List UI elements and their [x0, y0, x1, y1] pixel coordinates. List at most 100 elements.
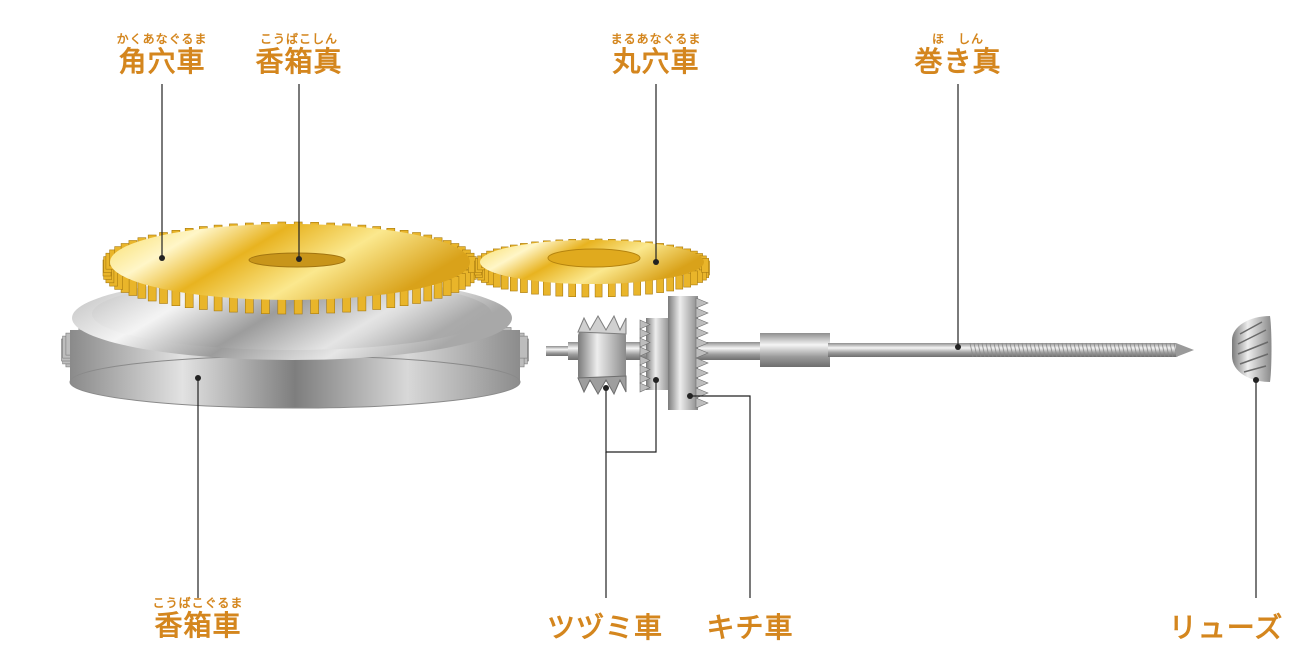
- gear-tooth: [184, 291, 194, 309]
- gear-tooth: [690, 270, 698, 286]
- dot-kichi: [687, 393, 693, 399]
- ruby-kakuana: かくあなぐるま: [116, 32, 208, 46]
- stem-thread-lines: [969, 342, 1178, 358]
- gear-tooth: [213, 294, 223, 312]
- dot-kobako-shin: [296, 256, 302, 262]
- gear-tooth: [442, 279, 452, 296]
- ruby-kobako-guruma: こうばこぐるま: [152, 596, 244, 610]
- thread-line: [1109, 342, 1114, 358]
- thread-line: [1153, 342, 1158, 358]
- thread-line: [977, 342, 982, 358]
- thread-line: [1009, 342, 1014, 358]
- thread-line: [1081, 342, 1086, 358]
- crown-wheel: [474, 238, 710, 298]
- ratchet-wheel: [102, 221, 478, 315]
- gear-tooth: [645, 279, 653, 295]
- pinion-tooth: [639, 355, 651, 366]
- gear-tooth: [128, 279, 138, 296]
- thread-line: [1129, 342, 1134, 358]
- leader-tsuzumi: [605, 380, 657, 453]
- thread-line: [1117, 342, 1122, 358]
- pinion-tooth: [639, 346, 651, 357]
- pinion-tooth: [639, 319, 651, 330]
- thread-line: [1137, 342, 1142, 358]
- gear-tooth: [433, 281, 443, 299]
- gear-tooth: [326, 296, 336, 314]
- pinion-tooth: [639, 328, 651, 339]
- label-maruana: まるあなぐるま 丸穴車: [606, 32, 706, 78]
- pinion-tooth: [639, 337, 651, 348]
- thread-line: [1065, 342, 1070, 358]
- thread-line: [1101, 342, 1106, 358]
- gear-tooth: [656, 278, 664, 293]
- thread-line: [1041, 342, 1046, 358]
- gear-tooth: [245, 296, 254, 314]
- crown-wheel-hole: [547, 248, 641, 268]
- clutch-wheel-side-teeth: [639, 319, 651, 393]
- gear-tooth: [229, 295, 238, 313]
- gear-tooth: [607, 282, 616, 298]
- pinion-tooth: [695, 317, 709, 329]
- sliding-pinion-body: [668, 296, 698, 410]
- label-tsuzumi: ツヅミ車: [540, 612, 670, 644]
- thread-line: [993, 342, 998, 358]
- name-tsuzumi: ツヅミ車: [546, 611, 663, 644]
- thread-line: [1125, 342, 1130, 358]
- gear-tooth: [520, 278, 528, 293]
- label-kobako-shin: こうばこしん 香箱真: [249, 32, 349, 78]
- pinion-tooth: [695, 377, 709, 389]
- gear-tooth: [412, 287, 421, 304]
- dot-kobako-guruma: [195, 375, 201, 381]
- thread-line: [1049, 342, 1054, 358]
- thread-line: [1057, 342, 1062, 358]
- thread-line: [1133, 342, 1138, 358]
- thread-line: [1073, 342, 1078, 358]
- gear-tooth: [277, 297, 287, 315]
- gear-tooth: [159, 287, 168, 304]
- clutch-wheel-body: [578, 330, 626, 382]
- name-ryuzu: リューズ: [1168, 611, 1284, 644]
- pinion-tooth: [695, 337, 709, 349]
- pinion-tooth: [695, 347, 709, 359]
- gear-tooth: [261, 297, 270, 315]
- gear-tooth: [399, 289, 409, 307]
- thread-line: [1077, 342, 1082, 358]
- name-kobako-shin: 香箱真: [255, 45, 343, 78]
- thread-line: [1005, 342, 1010, 358]
- thread-line: [1021, 342, 1026, 358]
- label-kobako-guruma: こうばこぐるま 香箱車: [143, 596, 253, 642]
- leader-kichi: [690, 395, 751, 598]
- label-ryuzu: リューズ: [1166, 612, 1286, 644]
- stem-collar: [760, 333, 830, 367]
- pinion-tooth: [695, 297, 709, 309]
- stem-shaft-b: [828, 343, 968, 357]
- gear-tooth: [555, 281, 564, 297]
- thread-line: [1045, 342, 1050, 358]
- thread-line: [1105, 342, 1110, 358]
- gear-tooth: [171, 289, 181, 307]
- thread-line: [1025, 342, 1030, 358]
- ruby-maruana: まるあなぐるま: [610, 32, 702, 46]
- pinion-tooth: [639, 373, 651, 384]
- thread-line: [1089, 342, 1094, 358]
- gear-tooth: [423, 284, 433, 302]
- thread-line: [1037, 342, 1042, 358]
- label-kichi: キチ車: [700, 612, 800, 644]
- thread-line: [1141, 342, 1146, 358]
- gear-tooth: [492, 272, 501, 288]
- gear-tooth: [542, 280, 551, 296]
- gear-tooth: [372, 293, 382, 310]
- gear-tooth: [293, 297, 303, 315]
- dot-tsuzumi-a: [603, 385, 609, 391]
- thread-line: [1033, 342, 1038, 358]
- pinion-tooth: [695, 327, 709, 339]
- gear-tooth: [509, 276, 518, 292]
- leader-lines: [161, 84, 1257, 598]
- gear-tooth: [620, 281, 629, 297]
- gear-tooth: [500, 274, 509, 290]
- thread-line: [1097, 342, 1102, 358]
- dot-tsuzumi-b: [653, 377, 659, 383]
- gear-tooth: [450, 276, 460, 293]
- dot-kakuana: [159, 255, 165, 261]
